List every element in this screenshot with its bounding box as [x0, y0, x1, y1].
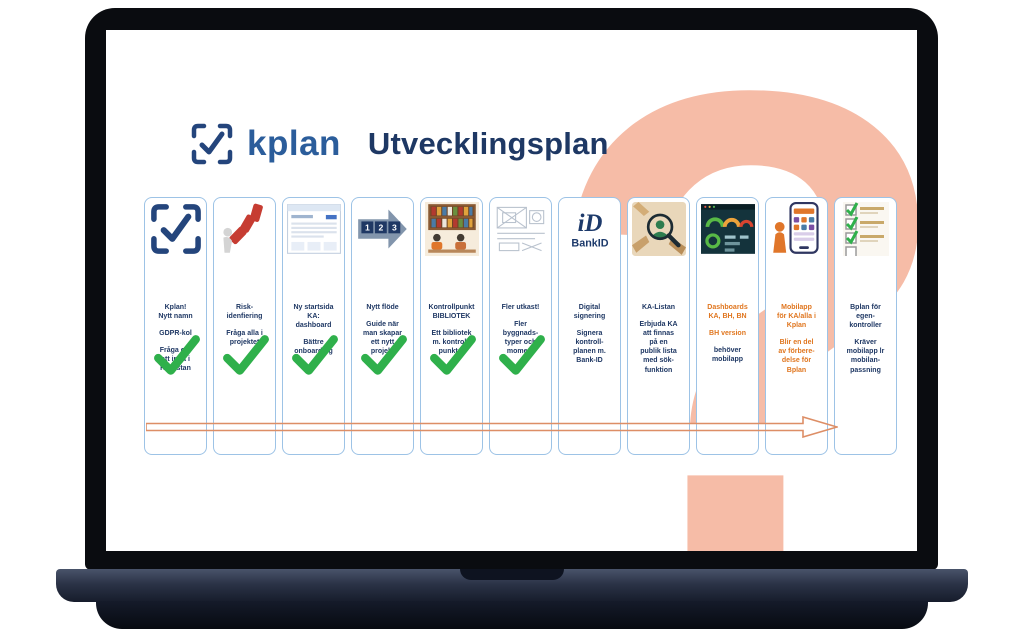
card-paragraph: Guide när man skapar ett nytt projekt	[363, 321, 402, 356]
green-checkmark-icon	[291, 334, 339, 378]
blueprint-icon	[493, 201, 548, 257]
card-text: Kontrollpunkt BIBLIOTEK Ett bibliotek m. …	[424, 303, 479, 356]
brand-wordmark: kplan	[247, 124, 341, 163]
card-paragraph: BH version	[709, 330, 746, 338]
card-paragraph: Ett bibliotek m. kontroll- punkter	[431, 330, 472, 356]
card-paragraph: Risk- idenfiering	[226, 304, 263, 321]
roadmap-card: Fler utkast! Fler byggnads- typer och mom…	[489, 197, 552, 455]
svg-text:2: 2	[378, 223, 383, 233]
green-checkmark-icon	[360, 334, 408, 378]
mobile-app-icon	[769, 201, 824, 257]
laptop-lid: ? kplan Utvecklingsplan Kplan! Nytt namn…	[85, 8, 938, 570]
card-paragraph: Bättre onboarding	[294, 339, 333, 356]
card-paragraph: Dashboards KA, BH, BN	[707, 304, 748, 321]
roadmap-card: Dashboards KA, BH, BN BH version behöver m…	[696, 197, 759, 455]
svg-text:iD: iD	[577, 210, 602, 237]
kplan-logo-icon	[148, 201, 203, 257]
card-text: Dashboards KA, BH, BN BH version behöver m…	[700, 303, 755, 364]
slide-title: Utvecklingsplan	[367, 126, 609, 161]
card-paragraph: Fler utkast!	[501, 304, 540, 311]
roadmap-card: Kontrollpunkt BIBLIOTEK Ett bibliotek m. …	[420, 197, 483, 455]
card-paragraph: behöver mobilapp	[711, 347, 744, 364]
timeline-arrow	[146, 416, 838, 438]
card-paragraph: Fler byggnads- typer och moment	[502, 321, 539, 356]
card-text: Fler utkast! Fler byggnads- typer och mom…	[493, 303, 548, 356]
card-paragraph: Signera kontroll- planen m. Bank-ID	[573, 330, 606, 365]
ka-list-search-icon	[631, 201, 686, 257]
card-paragraph: Kplan! Nytt namn	[158, 304, 193, 321]
green-checkmark-icon	[153, 334, 201, 378]
gauges-dashboard-icon	[700, 201, 755, 257]
card-paragraph: KA-Listan	[641, 304, 676, 311]
card-paragraph: Nytt flöde	[366, 304, 399, 311]
kplan-logo-icon	[190, 122, 234, 166]
card-paragraph: Kontrollpunkt BIBLIOTEK	[428, 304, 475, 321]
svg-text:1: 1	[364, 223, 369, 233]
card-paragraph: Bplan för egen- kontroller	[849, 304, 882, 330]
card-paragraph: Fråga alla i projektet	[226, 330, 263, 347]
green-checkmark-icon	[222, 334, 270, 378]
green-checkmark-icon	[498, 334, 546, 378]
library-icon	[424, 201, 479, 257]
laptop-screen: ? kplan Utvecklingsplan Kplan! Nytt namn…	[106, 30, 917, 551]
card-paragraph: Digital signering	[573, 304, 606, 321]
risk-domino-icon	[217, 201, 272, 257]
card-paragraph: Blir en del av förbere- delse för Bplan	[778, 339, 815, 374]
card-paragraph: Mobilapp för KA/alla i Kplan	[777, 304, 816, 330]
svg-text:3: 3	[391, 223, 396, 233]
card-paragraph: Erbjuda KA att finnas på en publik lista…	[639, 321, 678, 374]
svg-text:BankID: BankID	[571, 237, 608, 249]
card-paragraph: GDPR-kol	[159, 330, 192, 338]
slide-header: kplan Utvecklingsplan	[190, 122, 609, 166]
card-paragraph: Ny startsida KA: dashboard	[293, 304, 334, 330]
green-checkmark-icon	[429, 334, 477, 378]
laptop-hinge-notch	[460, 569, 564, 580]
laptop-bottom	[96, 601, 928, 629]
checklist-icon	[838, 201, 893, 257]
startpage-dashboard-icon	[286, 201, 341, 257]
card-paragraph: Kräver mobilapp lr mobilan- passning	[846, 339, 885, 374]
